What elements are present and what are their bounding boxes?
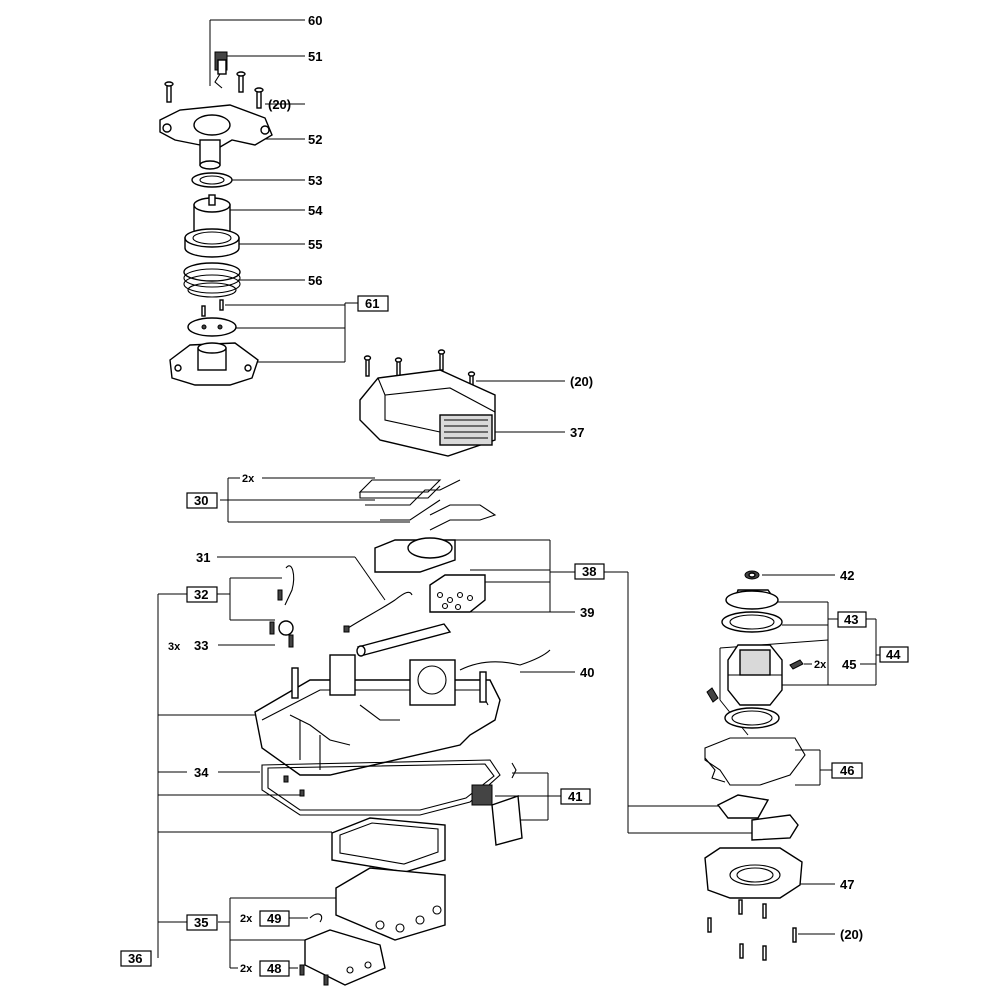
label-32: 32 (194, 587, 208, 602)
label-2x-45: 2x (814, 659, 827, 671)
tray-35 (335, 867, 446, 941)
sensor-32 (277, 565, 295, 606)
sensor-33 (269, 620, 294, 648)
label-20-mid: (20) (570, 374, 593, 389)
latch-41 (471, 762, 523, 846)
label-20-bottom: (20) (840, 927, 863, 942)
gasket-34 (261, 759, 501, 816)
motor-44 (727, 644, 783, 706)
label-55: 55 (308, 237, 322, 252)
label-36: 36 (128, 951, 142, 966)
label-31: 31 (196, 550, 210, 565)
label-39: 39 (580, 605, 594, 620)
deflector-38a (716, 794, 770, 819)
label-2x-49: 2x (240, 913, 253, 925)
wire-bracket-30 (358, 479, 497, 531)
screw-48 (299, 964, 329, 986)
label-30: 30 (194, 493, 208, 508)
label-33: 33 (194, 638, 208, 653)
label-35: 35 (194, 915, 208, 930)
label-52: 52 (308, 132, 322, 147)
label-42: 42 (840, 568, 854, 583)
label-46: 46 (840, 763, 854, 778)
motor-base-47 (704, 847, 803, 899)
main-housing-36 (254, 654, 501, 776)
cable-40 (459, 649, 551, 671)
motor-seal (724, 707, 780, 729)
label-60: 60 (308, 13, 322, 28)
clip-49 (309, 913, 323, 923)
cable-31 (343, 591, 413, 633)
label-43: 43 (844, 612, 858, 627)
filter-frame (331, 817, 446, 873)
label-37: 37 (570, 425, 584, 440)
label-47: 47 (840, 877, 854, 892)
motor-bracket-52 (159, 104, 273, 170)
label-34: 34 (194, 765, 209, 780)
label-3x: 3x (168, 641, 181, 653)
bushing-45 (706, 659, 804, 703)
spring-ring-56 (183, 262, 241, 298)
ring-53 (191, 172, 233, 188)
label-38: 38 (582, 564, 596, 579)
label-boxes (120, 295, 909, 977)
nut-42 (744, 570, 760, 580)
label-41: 41 (568, 789, 582, 804)
rod-39 (356, 623, 452, 657)
labels: 60 51 (20) 52 53 54 55 56 61 (20) 37 2x … (128, 13, 901, 976)
filter-block-38 (374, 537, 486, 613)
leader-lines (157, 19, 880, 969)
upper-cover-37 (359, 369, 496, 457)
label-54: 54 (308, 203, 323, 218)
carbon-brush-51 (214, 51, 228, 89)
label-48: 48 (267, 961, 281, 976)
motor-cover-43 (721, 589, 783, 633)
label-56: 56 (308, 273, 322, 288)
label-49: 49 (267, 911, 281, 926)
motor-mount-61 (169, 299, 259, 386)
gasket-46 (704, 737, 806, 786)
label-2x-30: 2x (242, 473, 255, 485)
label-20-top: (20) (268, 97, 291, 112)
label-45: 45 (842, 657, 856, 672)
label-44: 44 (886, 647, 901, 662)
label-40: 40 (580, 665, 594, 680)
screw-set-20c (707, 899, 797, 961)
label-2x-48: 2x (240, 963, 253, 975)
seal-ring-55 (184, 228, 240, 258)
bottom-plate (304, 929, 386, 986)
label-53: 53 (308, 173, 322, 188)
deflector-38b (751, 814, 799, 841)
label-51: 51 (308, 49, 322, 64)
label-61: 61 (365, 296, 379, 311)
screw-set-20a (164, 71, 264, 109)
